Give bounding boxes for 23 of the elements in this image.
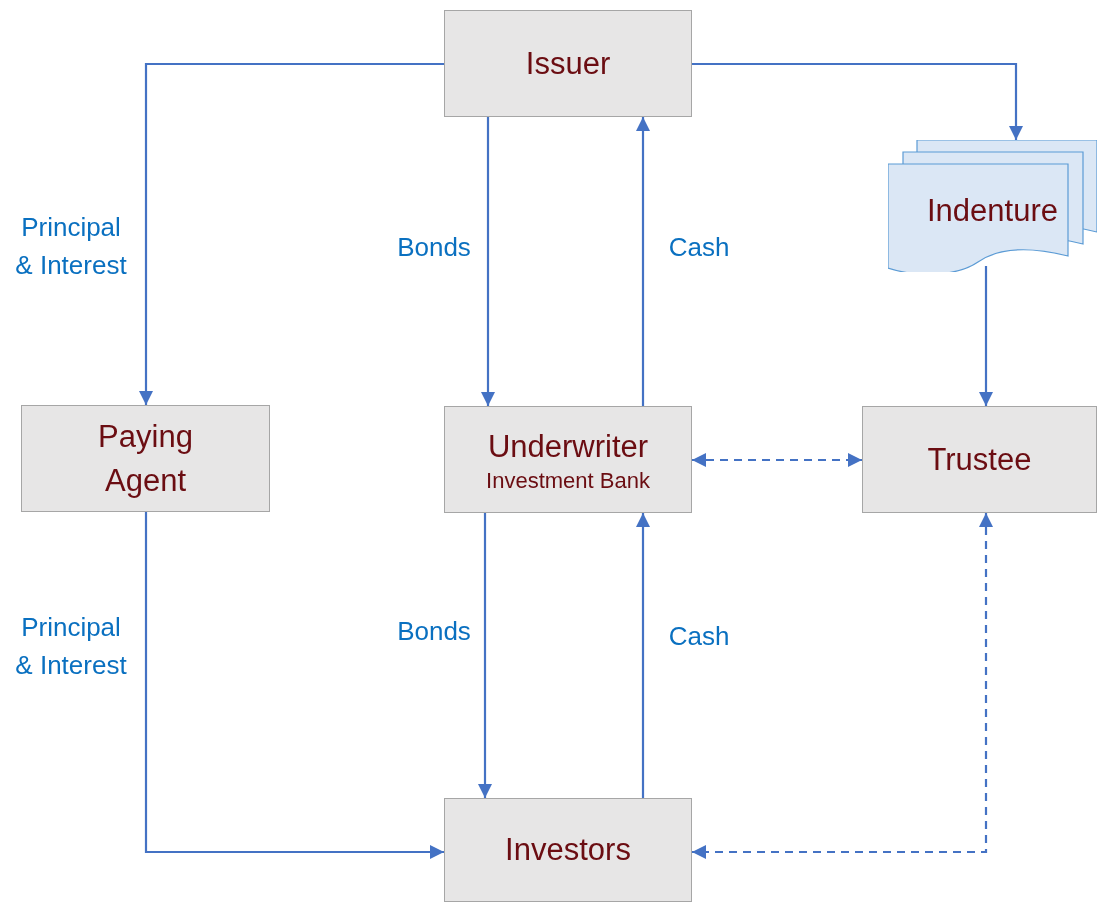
node-label: Investors (505, 831, 631, 870)
node-sublabel: Investment Bank (486, 468, 650, 495)
process-box (862, 406, 1097, 513)
process-box (444, 10, 692, 117)
arrow (478, 513, 492, 798)
document-stack-shape (888, 140, 1097, 272)
node-label: Issuer (525, 44, 611, 83)
dashed-arrow (692, 513, 993, 859)
arrow (692, 62, 1023, 140)
process-box (444, 798, 692, 902)
node-label: Underwriter (487, 427, 649, 466)
node-label: Indenture (927, 192, 1058, 231)
arrow (636, 117, 650, 406)
arrow (139, 62, 444, 405)
dashed-arrow (692, 453, 862, 467)
process-box (444, 406, 692, 513)
arrow (636, 513, 650, 798)
node-label: Paying Agent (97, 418, 194, 500)
arrow (144, 512, 444, 859)
arrow (481, 117, 495, 406)
node-label: Trustee (927, 440, 1032, 479)
process-box (21, 405, 270, 512)
arrow (979, 266, 993, 406)
